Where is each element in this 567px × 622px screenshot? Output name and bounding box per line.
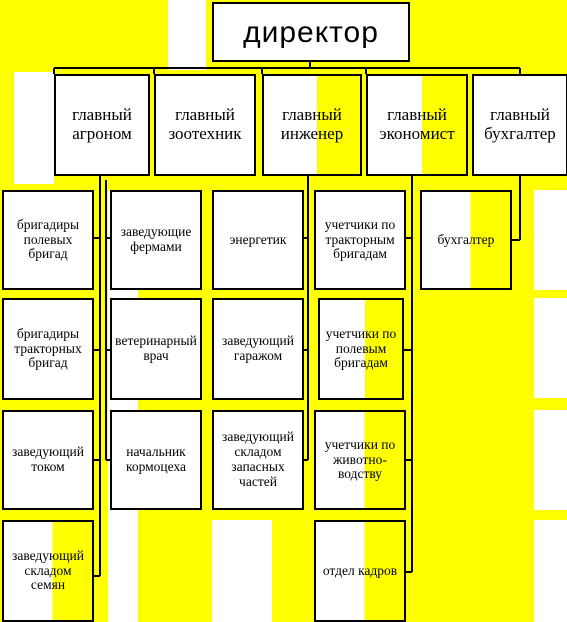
engineer-sub-label: заведующий гаражом [222, 333, 294, 363]
zootech-sub-box: начальник кормоцеха [110, 410, 202, 510]
agronom-sub-label: заведующий током [12, 444, 84, 474]
agronom-sub-box: заведующий током [2, 410, 94, 510]
background-stripe [534, 190, 567, 290]
economist-sub-label: учетчики по полевым бригадам [325, 325, 397, 371]
background-stripe [168, 0, 206, 70]
head-engineer-label: главный инженер [280, 105, 344, 143]
engineer-sub-label: заведующий складом запасных частей [222, 429, 294, 489]
engineer-sub-label: энергетик [229, 231, 287, 247]
background-stripe [534, 298, 567, 398]
head-accountant-label: главный бухгалтер [484, 105, 556, 143]
economist-sub-box: учетчики по полевым бригадам [318, 298, 404, 400]
zootech-sub-label: ветеринарный врач [115, 333, 197, 363]
background-stripe [14, 72, 54, 184]
economist-sub-label: отдел кадров [322, 562, 398, 578]
agronom-sub-box: бригадиры полевых бригад [2, 190, 94, 290]
agronom-sub-box: заведующий складом семян [2, 520, 94, 622]
head-engineer-box: главный инженер [262, 74, 362, 176]
engineer-sub-box: энергетик [212, 190, 304, 290]
zootech-sub-label: заведующие фермами [120, 224, 192, 254]
economist-sub-box: учетчики по тракторным бригадам [314, 190, 406, 290]
background-stripe [534, 410, 567, 510]
economist-sub-label: учетчики по тракторным бригадам [324, 216, 396, 262]
economist-sub-box: отдел кадров [314, 520, 406, 622]
head-agronom-label: главный агроном [72, 105, 132, 143]
head-economist-label: главный экономист [379, 105, 455, 143]
accountant-sub-box: бухгалтер [420, 190, 512, 290]
accountant-sub-label: бухгалтер [437, 231, 495, 247]
head-accountant-box: главный бухгалтер [472, 74, 567, 176]
background-stripe [534, 520, 567, 622]
background-stripe [212, 520, 272, 622]
zootech-sub-label: начальник кормоцеха [125, 444, 187, 474]
director-box: директор [212, 2, 410, 62]
engineer-sub-box: заведующий складом запасных частей [212, 410, 304, 510]
agronom-sub-label: заведующий складом семян [12, 547, 84, 593]
agronom-sub-box: бригадиры тракторных бригад [2, 298, 94, 400]
head-zootech-box: главный зоотехник [154, 74, 256, 176]
agronom-sub-label: бригадиры тракторных бригад [14, 325, 82, 371]
head-zootech-label: главный зоотехник [168, 105, 242, 143]
head-economist-box: главный экономист [366, 74, 468, 176]
engineer-sub-box: заведующий гаражом [212, 298, 304, 400]
head-agronom-box: главный агроном [54, 74, 150, 176]
zootech-sub-box: ветеринарный врач [110, 298, 202, 400]
economist-sub-label: учетчики по животно-водству [324, 436, 396, 482]
economist-sub-box: учетчики по животно-водству [314, 410, 406, 510]
zootech-sub-box: заведующие фермами [110, 190, 202, 290]
director-label: директор [243, 15, 379, 49]
agronom-sub-label: бригадиры полевых бригад [16, 216, 80, 262]
